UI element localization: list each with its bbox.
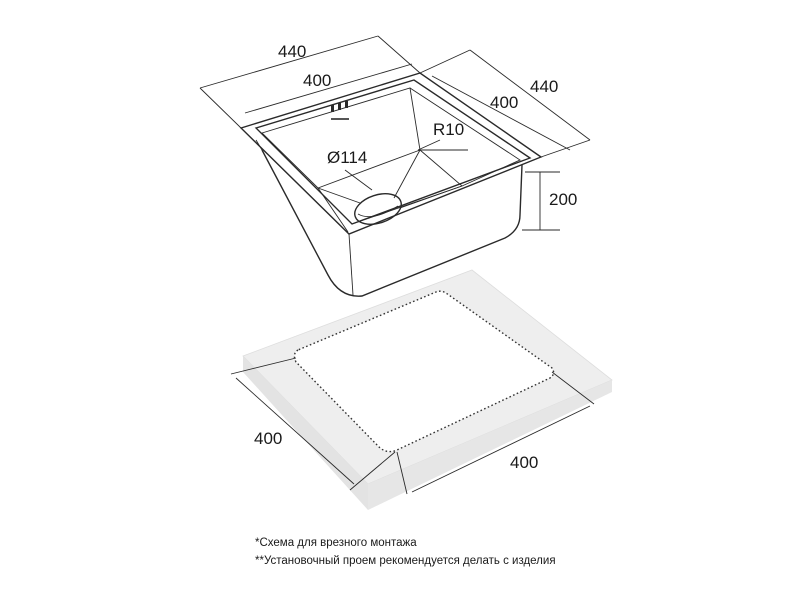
radius-leader	[417, 139, 468, 151]
dim-outer-width: 440	[199, 35, 421, 129]
sink-rim-inner	[254, 79, 532, 225]
dim-cutout-width-label: 400	[510, 453, 538, 472]
dim-cutout-width: 400	[396, 371, 595, 495]
dim-height-label: 200	[549, 190, 577, 209]
overflow-slots	[331, 101, 349, 120]
dim-height: 200	[522, 171, 577, 231]
sink-bowl-left-edge	[348, 233, 354, 296]
drain-inner-arc	[357, 205, 399, 218]
dim-inner-depth: 400	[431, 75, 571, 151]
sink-bowl-inner-right	[409, 87, 521, 187]
bowl-diagonal-1	[317, 149, 463, 209]
note-scheme: *Схема для врезного монтажа	[255, 537, 417, 549]
countertop-front-side	[243, 356, 368, 510]
countertop-drawing	[242, 269, 613, 510]
dim-inner-depth-label: 400	[490, 93, 518, 112]
dim-outer-depth-label: 440	[530, 77, 558, 96]
dim-inner-width-label: 400	[303, 71, 331, 90]
countertop-right-side	[368, 380, 612, 510]
sink-bowl-body	[261, 149, 523, 297]
drain-leader	[344, 169, 373, 191]
corner-radius-label: R10	[433, 120, 464, 139]
note-cutout: **Установочный проем рекомендуется делат…	[255, 555, 556, 567]
dim-inner-width: 400	[244, 63, 413, 114]
dim-outer-width-label: 440	[278, 42, 306, 61]
dim-cutout-depth-label: 400	[254, 429, 282, 448]
cutout-outline	[293, 290, 555, 453]
drain-diameter-label: Ø114	[327, 148, 367, 167]
dim-cutout-depth: 400	[230, 357, 396, 491]
dim-outer-depth: 440	[419, 49, 591, 158]
drain-hole	[354, 193, 402, 225]
sink-drawing	[239, 72, 543, 297]
sink-bowl-front-edge	[255, 139, 263, 151]
